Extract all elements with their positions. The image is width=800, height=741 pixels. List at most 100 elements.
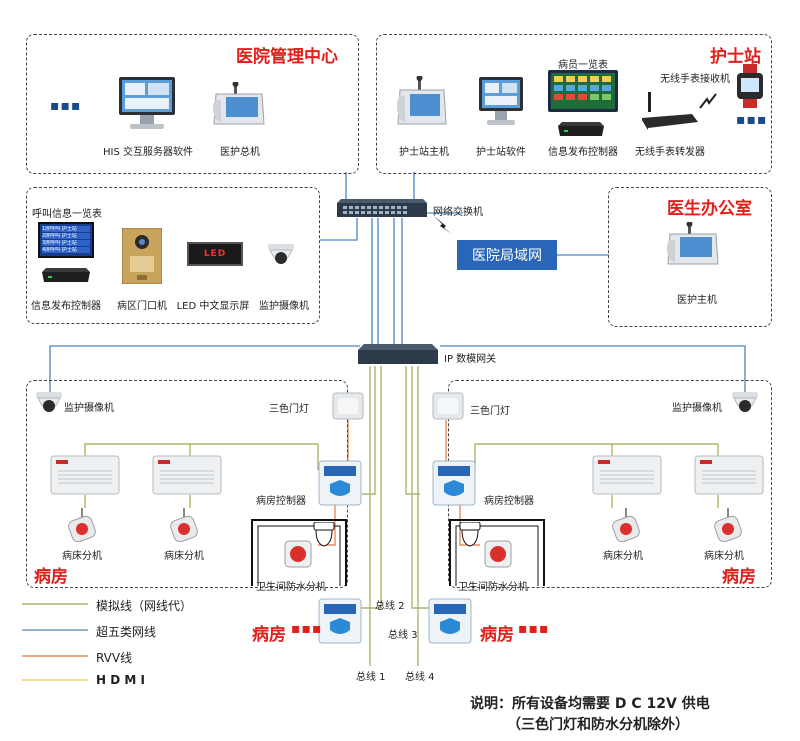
patient-list-screen-icon xyxy=(548,70,618,112)
doctor-host-icon xyxy=(666,222,719,265)
switch-label: 网络交换机 xyxy=(433,207,483,218)
bathroom-outline-left xyxy=(251,519,347,586)
camera-top-label: 监护摄像机 xyxy=(259,301,309,312)
info-controller-left-label: 信息发布控制器 xyxy=(31,301,101,312)
door-lamp-left-icon xyxy=(332,392,364,420)
list-row: 4床呼叫 护士站 xyxy=(42,247,90,253)
call-info-list-label: 呼叫信息一览表 xyxy=(32,209,102,220)
management-center-title: 医院管理中心 xyxy=(236,47,338,67)
waterproof-button-right-icon xyxy=(484,540,512,568)
wireless-repeater-icon xyxy=(642,92,698,130)
list-row: 1床呼叫 护士站 xyxy=(42,226,90,232)
network-switch-icon xyxy=(337,199,427,217)
led-text: LED xyxy=(203,249,227,259)
patient-list-label: 病员一览表 xyxy=(558,60,608,71)
his-monitor-icon xyxy=(119,77,175,129)
doctor-office-title: 医生办公室 xyxy=(667,199,752,219)
legend-lines xyxy=(22,603,88,681)
ward-left-title: 病房 xyxy=(34,567,68,587)
bed-unit-right-1-icon xyxy=(592,455,662,495)
lightning-icon xyxy=(434,216,452,234)
call-info-screen: 1床呼叫 护士站 2床呼叫 护士站 3床呼叫 护士站 4床呼叫 护士站 xyxy=(38,222,94,258)
toilet-right-label: 卫生间防水分机 xyxy=(458,582,528,593)
door-lamp-right-label: 三色门灯 xyxy=(470,406,510,417)
wireless-receiver-label: 无线手表接收机 xyxy=(660,74,730,85)
legend-hdmi: H D M I xyxy=(96,673,145,687)
led-screen-icon: LED xyxy=(187,242,243,266)
nurse-station-box xyxy=(376,34,772,174)
power-note-line1: 说明：所有设备均需要 D C 12V 供电 xyxy=(470,696,710,712)
led-screen-label: LED 中文显示屏 xyxy=(176,301,250,312)
room-controller-right-icon xyxy=(432,460,476,506)
bed-left-2-label: 病床分机 xyxy=(164,551,204,562)
bed-right-2-label: 病床分机 xyxy=(704,551,744,562)
bed-unit-right-2-icon xyxy=(694,455,764,495)
ward-bottom-right-dots: ▪▪▪ xyxy=(518,621,550,637)
room-controller-left-label: 病房控制器 xyxy=(256,496,306,507)
list-row: 2床呼叫 护士站 xyxy=(42,233,90,239)
dome-camera-right-icon xyxy=(732,392,758,412)
legend-rvv: RVV线 xyxy=(96,651,133,665)
info-controller-left-icon xyxy=(42,268,90,282)
nurse-station-title: 护士站 xyxy=(710,47,761,67)
legend-cat5: 超五类网线 xyxy=(96,625,157,639)
room-controller-right-label: 病房控制器 xyxy=(484,496,534,507)
ward-right-title: 病房 xyxy=(722,567,756,587)
call-button-right-1-icon xyxy=(612,508,640,542)
room-controller-left-icon xyxy=(318,460,362,506)
gateway-label: IP 数模网关 xyxy=(444,354,497,365)
toilet-right-icon xyxy=(459,522,481,547)
door-lamp-left-label: 三色门灯 xyxy=(269,404,309,415)
ward-door-unit-icon xyxy=(122,228,162,284)
nurse-host-icon xyxy=(396,76,447,125)
master-host-icon xyxy=(212,82,265,125)
door-lamp-right-icon xyxy=(432,392,464,420)
his-software-label: HIS 交互服务器软件 xyxy=(103,147,193,158)
call-button-right-2-icon xyxy=(714,508,742,542)
more-dots: ▪▪▪ xyxy=(50,98,82,114)
bed-unit-left-1-icon xyxy=(50,455,120,495)
bus-3-label: 总线 3 xyxy=(388,630,418,641)
ip-gateway-icon xyxy=(358,344,438,364)
bus-1-label: 总线 1 xyxy=(356,672,386,683)
bathroom-outline-right xyxy=(449,519,545,586)
doctor-office-box xyxy=(608,187,772,327)
bus-4-label: 总线 4 xyxy=(405,672,435,683)
power-note-line2: （三色门灯和防水分机除外） xyxy=(507,717,689,733)
master-host-label: 医护总机 xyxy=(220,147,260,158)
list-row: 3床呼叫 护士站 xyxy=(42,240,90,246)
more-dots-right: ▪▪▪ xyxy=(736,112,768,128)
dome-camera-left-icon xyxy=(36,392,62,412)
signal-icon xyxy=(699,93,717,109)
ward-bottom-right-title: 病房 xyxy=(480,625,514,645)
info-controller-top-label: 信息发布控制器 xyxy=(548,147,618,158)
toilet-left-label: 卫生间防水分机 xyxy=(256,582,326,593)
wireless-repeater-label: 无线手表转发器 xyxy=(635,147,705,158)
watch-icon xyxy=(737,64,763,108)
bed-right-1-label: 病床分机 xyxy=(603,551,643,562)
nurse-host-label: 护士站主机 xyxy=(399,147,449,158)
ward-door-label: 病区门口机 xyxy=(117,301,167,312)
bed-unit-left-2-icon xyxy=(152,455,222,495)
ward-bottom-left-title: 病房 xyxy=(252,625,286,645)
camera-right-label: 监护摄像机 xyxy=(672,403,722,414)
info-controller-top-icon xyxy=(558,122,604,136)
bed-left-1-label: 病床分机 xyxy=(62,551,102,562)
ward-bottom-left-dots: ▪▪▪ xyxy=(291,621,323,637)
nurse-software-label: 护士站软件 xyxy=(476,147,526,158)
call-button-left-1-icon xyxy=(68,508,96,542)
call-button-left-2-icon xyxy=(170,508,198,542)
waterproof-button-left-icon xyxy=(284,540,312,568)
hospital-lan: 医院局域网 xyxy=(457,240,557,270)
bus-2-label: 总线 2 xyxy=(375,601,405,612)
legend-analog: 模拟线（网线代） xyxy=(96,599,193,613)
management-center-box xyxy=(26,34,359,174)
call-info-box xyxy=(26,187,320,324)
nurse-software-monitor-icon xyxy=(479,77,523,125)
toilet-left-icon xyxy=(313,522,335,547)
room-controller-bottom-left-icon xyxy=(318,598,362,644)
camera-left-label: 监护摄像机 xyxy=(64,403,114,414)
dome-camera-top-icon xyxy=(268,244,294,264)
doctor-host-label: 医护主机 xyxy=(677,295,717,306)
